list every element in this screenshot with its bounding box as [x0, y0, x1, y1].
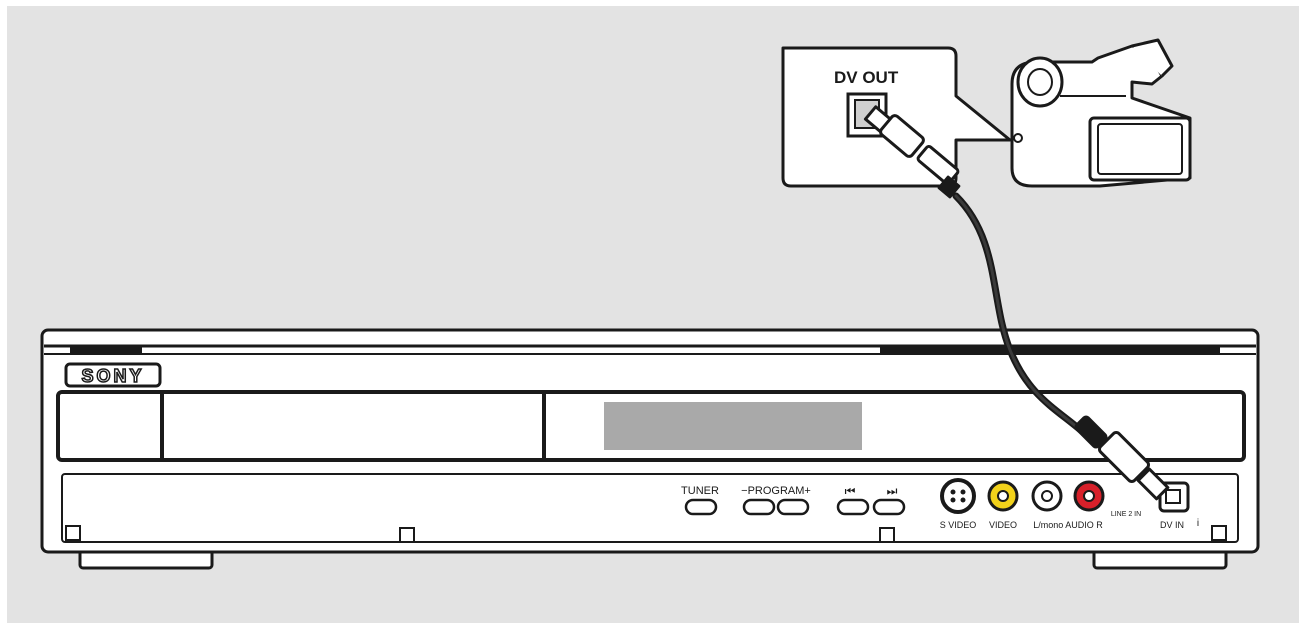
brand-logo: SONY — [64, 362, 162, 388]
skip-next-icon: ⏭ — [887, 484, 898, 498]
skip-next-button[interactable] — [872, 498, 906, 516]
dv-in-port-socket — [1165, 489, 1181, 504]
tuner-label: TUNER — [681, 485, 719, 497]
dv-out-label: DV OUT — [834, 68, 899, 87]
cable-top-plug — [863, 105, 961, 199]
display-window — [604, 402, 862, 450]
skip-prev-button[interactable] — [836, 498, 870, 516]
audio-right-jack[interactable] — [1073, 480, 1105, 512]
video-label: VIDEO — [989, 520, 1017, 530]
video-jack[interactable] — [987, 480, 1019, 512]
program-plus-button[interactable] — [776, 498, 810, 516]
s-video-jack[interactable] — [940, 478, 976, 514]
lip-accent-left — [70, 346, 142, 354]
camcorder-icon — [1010, 38, 1192, 188]
cable-bottom-plug — [1074, 415, 1170, 501]
program-label: −PROGRAM+ — [741, 485, 811, 497]
line-2-in-label: LINE 2 IN — [1111, 511, 1141, 518]
lower-panel — [61, 473, 1239, 543]
audio-left-jack[interactable] — [1031, 480, 1063, 512]
dvd-recorder: SONY TUNER −PROGRAM+ ⏮ ⏭ — [40, 328, 1260, 570]
dv-cable — [863, 105, 1170, 501]
program-minus-button[interactable] — [742, 498, 776, 516]
lip-accent-right — [880, 346, 1220, 354]
dv-in-label: DV IN — [1160, 520, 1184, 530]
brand-text: SONY — [81, 366, 144, 386]
s-video-label: S VIDEO — [940, 520, 977, 530]
ilink-icon: i — [1197, 518, 1199, 529]
cable-line — [954, 194, 1094, 442]
skip-prev-icon: ⏮ — [845, 484, 856, 498]
panel-clips — [65, 525, 1227, 543]
audio-label: L/mono AUDIO R — [1033, 520, 1103, 530]
tuner-button[interactable] — [684, 498, 718, 516]
